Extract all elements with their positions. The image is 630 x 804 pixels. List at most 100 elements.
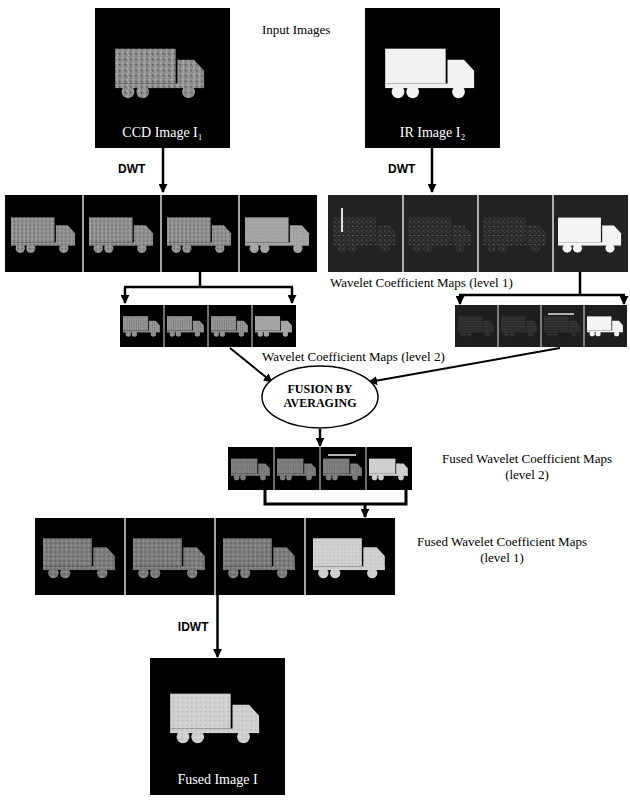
coefficient-map-box: Fused Wavelet Coefficient Maps (level 2) — [228, 447, 412, 490]
coefficient-strip — [11, 217, 75, 253]
coefficient-strip — [245, 217, 309, 253]
fused-image — [150, 658, 285, 795]
dwt-arrow — [163, 148, 432, 192]
coefficient-strip — [231, 459, 270, 481]
coefficient-strip — [252, 305, 253, 347]
image-caption: CCD Image I₁ — [97, 125, 228, 142]
transform-label: DWT — [388, 162, 415, 176]
coefficient-strip — [124, 518, 126, 595]
coefficient-strip — [89, 217, 153, 253]
fusion-text: FUSION BY AVERAGING — [275, 383, 365, 411]
coefficient-strip — [328, 195, 628, 272]
branch-bracket — [199, 272, 202, 287]
ir-image — [365, 8, 500, 148]
coefficient-strip — [402, 195, 404, 272]
branch-bracket — [124, 287, 127, 303]
coefficient-strip — [164, 305, 165, 347]
ccd-image — [95, 8, 230, 148]
diagram-label: Input Images — [262, 22, 330, 38]
branch-bracket — [459, 294, 625, 297]
coefficient-strip — [584, 305, 585, 347]
branch-bracket — [124, 272, 625, 304]
coefficient-strip — [341, 208, 343, 232]
coefficient-strip — [552, 195, 554, 272]
map-heading: Fused Wavelet Coefficient Maps (level 2) — [438, 451, 616, 482]
coefficient-strip — [328, 195, 628, 272]
ellipse-outline — [262, 366, 378, 428]
coefficient-strip — [5, 195, 317, 272]
coefficient-strip — [228, 447, 412, 490]
coefficient-strip — [214, 518, 216, 595]
image-box: CCD Image I₁ — [95, 8, 230, 148]
fused-image — [170, 694, 259, 744]
image-box: IR Image I₂ — [365, 8, 500, 148]
coefficient-strip — [408, 218, 471, 253]
coefficient-strip — [328, 454, 356, 456]
ir-image — [385, 49, 474, 99]
image-box: Fused Image I — [150, 658, 285, 795]
branch-bracket — [579, 272, 582, 295]
coefficient-strip — [133, 538, 205, 578]
map-heading: Fused Wavelet Coefficient Maps (level 1) — [410, 534, 594, 565]
coefficient-strip — [455, 305, 627, 347]
coefficient-map-box: Fused Wavelet Coefficient Maps (level 1) — [35, 518, 395, 595]
coefficient-strip — [255, 316, 292, 337]
image-caption: Fused Image I — [152, 772, 283, 789]
ccd-image — [115, 49, 204, 99]
branch-bracket — [459, 295, 462, 304]
coefficient-strip — [458, 316, 494, 336]
coefficient-strip — [120, 305, 296, 347]
coefficient-strip — [35, 518, 395, 595]
branch-bracket — [623, 295, 626, 304]
edge-label: IDWT — [177, 620, 210, 634]
fusion-ellipse: FUSION BY AVERAGING — [261, 365, 379, 429]
coefficient-strip — [5, 195, 317, 272]
coefficient-strip — [160, 195, 162, 272]
coefficient-strip — [541, 305, 542, 347]
coefficient-strip — [211, 316, 248, 337]
coefficient-strip — [277, 459, 316, 481]
coefficient-strip — [223, 538, 295, 578]
coefficient-strip — [498, 305, 499, 347]
coefficient-strip — [123, 316, 160, 337]
coefficient-strip — [366, 447, 367, 490]
coefficient-strip — [35, 518, 395, 595]
transform-label: DWT — [118, 162, 145, 176]
coefficient-strip — [43, 538, 115, 578]
branch-bracket — [124, 286, 293, 289]
coefficient-strip — [167, 316, 204, 337]
connector-arrow — [319, 429, 322, 446]
connector-arrow — [265, 490, 406, 517]
coefficient-strip — [238, 195, 240, 272]
coefficient-strip — [274, 447, 275, 490]
coefficient-strip — [320, 447, 321, 490]
ir-image — [365, 8, 500, 148]
coefficient-strip — [548, 313, 574, 315]
coefficient-strip — [167, 217, 231, 253]
coefficient-strip — [304, 518, 306, 595]
coefficient-strip — [477, 195, 479, 272]
coefficient-strip — [558, 218, 621, 253]
branch-bracket — [291, 287, 294, 303]
dwt-arrow — [162, 148, 165, 192]
fused-image — [150, 658, 285, 795]
coefficient-strip — [228, 447, 412, 490]
coefficient-strip — [323, 459, 362, 481]
coefficient-strip — [501, 316, 537, 336]
coefficient-strip — [120, 305, 296, 347]
dwt-arrow — [431, 148, 434, 192]
coefficient-strip — [587, 316, 623, 336]
coefficient-strip — [544, 316, 580, 336]
map-label: Wavelet Coefficient Maps (level 2) — [262, 349, 445, 365]
image-caption: IR Image I₂ — [367, 125, 498, 142]
coefficient-strip — [313, 538, 385, 578]
coefficient-strip — [455, 305, 627, 347]
coefficient-strip — [483, 218, 546, 253]
coefficient-strip — [82, 195, 84, 272]
ccd-image — [95, 8, 230, 148]
connector-arrow — [216, 595, 219, 657]
coefficient-strip — [369, 459, 408, 481]
map-label: Wavelet Coefficient Maps (level 1) — [330, 275, 513, 291]
coefficient-strip — [208, 305, 209, 347]
